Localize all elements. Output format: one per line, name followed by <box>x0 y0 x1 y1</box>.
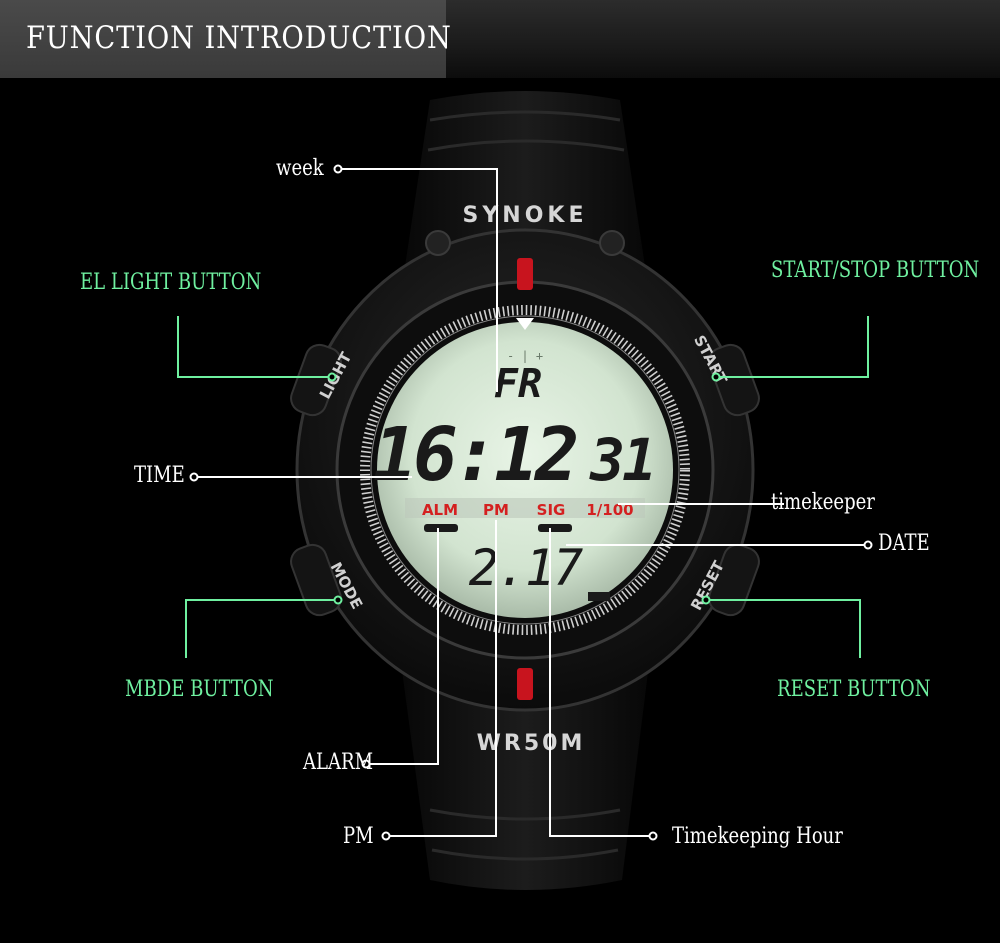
lcd-bottom-segment <box>588 592 610 601</box>
lcd-indicator-band <box>405 498 645 518</box>
green-callout-dots <box>327 372 721 605</box>
light-line <box>177 316 332 378</box>
start-button-shape <box>708 343 760 417</box>
mode-button-shape <box>290 543 342 617</box>
bottom-red-marker <box>517 668 533 700</box>
indicator-1-100: 1/100 <box>586 501 633 519</box>
upper-strap-ridge-2 <box>427 139 625 152</box>
reset-button-shape <box>708 543 760 617</box>
label-time: TIME <box>134 463 185 488</box>
reset-line <box>706 599 861 658</box>
top-red-marker <box>517 258 533 290</box>
lower-strap <box>398 640 652 890</box>
white-callout-dots <box>189 164 873 841</box>
water-resistance: WR50M <box>477 731 586 756</box>
green-callout-lines <box>177 316 869 658</box>
twelve-oclock-triangle <box>516 318 534 330</box>
lcd-date: 2.17 <box>469 539 583 597</box>
tick-ring <box>360 305 690 635</box>
alarm-segment <box>424 524 458 532</box>
label-alarm: ALARM <box>303 750 374 775</box>
light-button-shape <box>290 343 342 417</box>
alarm-line <box>366 528 439 765</box>
lug-screw-top-left <box>425 230 451 256</box>
week-line <box>338 168 498 392</box>
page-title: FUNCTION INTRODUCTION <box>26 20 452 56</box>
lcd-seconds: 31 <box>589 426 654 494</box>
lcd-week: FR <box>494 361 542 407</box>
label-timekeeping-hour: Timekeeping Hour <box>672 824 843 849</box>
start-line <box>716 316 869 378</box>
lower-strap-ridge-1 <box>429 808 621 821</box>
label-date: DATE <box>878 531 930 556</box>
indicator-alm: ALM <box>422 501 458 519</box>
timekeeping-hour-line <box>549 528 653 837</box>
label-timekeeper: timekeeper <box>771 490 875 515</box>
lug-screw-top-right <box>599 230 625 256</box>
indicator-pm: PM <box>483 501 509 519</box>
label-el-light-button: EL LIGHT BUTTON <box>80 270 262 295</box>
label-pm: PM <box>343 824 374 849</box>
header-title-tab: FUNCTION INTRODUCTION <box>0 0 451 78</box>
mode-line <box>185 599 338 658</box>
tick-ring-inner-edge <box>370 315 680 625</box>
pm-line <box>386 520 497 837</box>
white-callout-lines <box>194 168 868 837</box>
signal-segment <box>538 524 572 532</box>
upper-strap-ridge-1 <box>429 110 621 122</box>
lcd-time: 16:12 <box>373 412 577 498</box>
lower-strap-ridge-2 <box>431 848 619 861</box>
label-week: week <box>276 156 324 181</box>
label-reset-button: RESET BUTTON <box>777 677 931 702</box>
label-start-stop-button: START/STOP BUTTON <box>771 258 980 283</box>
brand-name: SYNOKE <box>463 203 588 228</box>
label-mode-button: MBDE BUTTON <box>125 677 274 702</box>
lcd-scale-marks: - | + <box>507 349 543 363</box>
indicator-sig: SIG <box>537 501 566 519</box>
